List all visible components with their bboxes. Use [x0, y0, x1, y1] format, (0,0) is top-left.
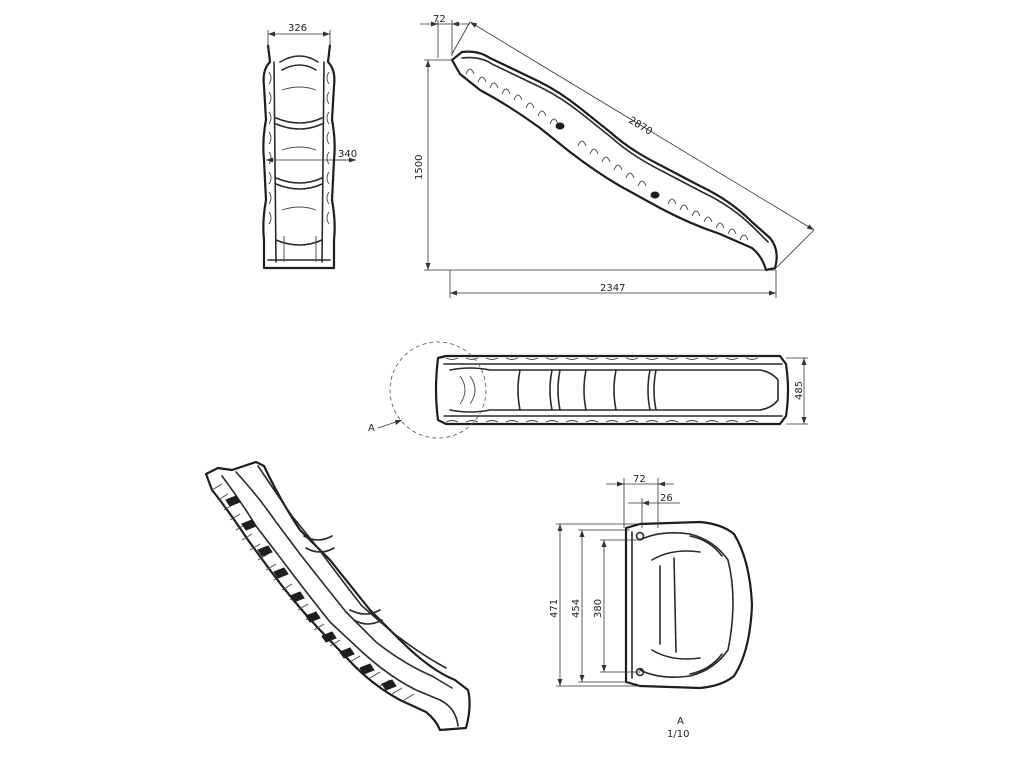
dim-2347-label: 2347 [600, 283, 625, 294]
plan-view: A 485 [368, 341, 808, 439]
detail-a-view: 72 26 471 454 380 A 1/10 [549, 474, 754, 740]
detail-a-callout: A [368, 423, 375, 434]
dim-326-label: 326 [288, 23, 307, 34]
dim-471-label: 471 [549, 599, 560, 618]
dim-485-label: 485 [794, 381, 805, 400]
dim-340-label: 340 [338, 149, 357, 160]
plan-view-outline [434, 354, 790, 426]
dim-detail-72-label: 72 [633, 474, 646, 485]
detail-a-outline [624, 520, 754, 690]
detail-caption-scale: 1/10 [667, 729, 689, 740]
perspective-view [204, 460, 471, 732]
detail-caption-letter: A [677, 716, 684, 727]
dim-detail-26-label: 26 [660, 493, 673, 504]
side-view: 72 2870 1500 2347 [414, 14, 815, 298]
joint-marker [650, 191, 660, 199]
perspective-view-outline [204, 460, 471, 732]
joint-marker [555, 122, 565, 130]
dim-72-top-label: 72 [433, 14, 446, 25]
front-view-outline [262, 44, 336, 270]
detail-a-circle [389, 341, 487, 439]
dim-2870-label: 2870 [626, 115, 653, 138]
dim-1500-label: 1500 [414, 155, 425, 180]
side-view-outline [450, 50, 778, 272]
dim-380-label: 380 [593, 599, 604, 618]
front-view: 326 340 [262, 23, 357, 270]
dim-454-label: 454 [571, 599, 582, 618]
